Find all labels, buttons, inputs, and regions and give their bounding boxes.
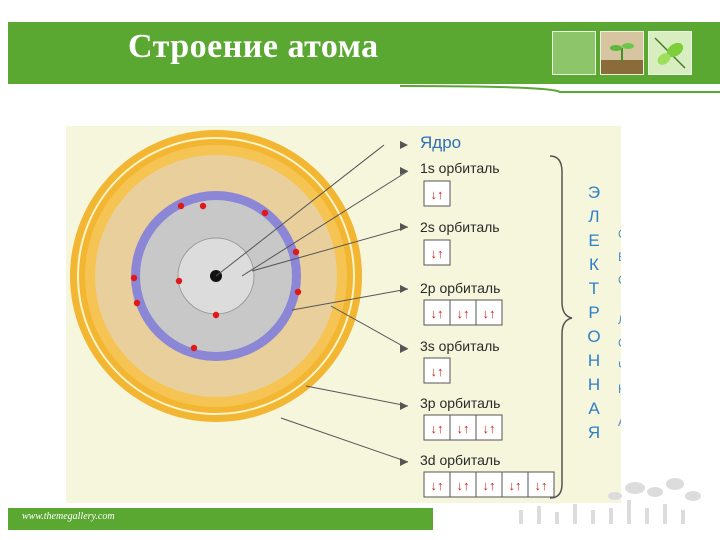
orbital-cells-3s: ↓↑ bbox=[423, 357, 451, 384]
shell-3-outline bbox=[77, 137, 355, 415]
orbital-label-3s: 3s орбиталь bbox=[420, 338, 500, 354]
electron-pair: ↓↑ bbox=[535, 478, 548, 493]
word-letter: Э bbox=[588, 183, 600, 202]
orbital-cells-2p: ↓↑ ↓↑ ↓↑ bbox=[423, 299, 503, 326]
word-letter: Ч bbox=[618, 359, 621, 373]
orbital-cells-3p: ↓↑ ↓↑ ↓↑ bbox=[423, 414, 503, 441]
header-underline bbox=[400, 85, 720, 93]
electron bbox=[177, 202, 185, 210]
arrow-heads bbox=[400, 141, 408, 466]
shell-brace bbox=[549, 155, 573, 499]
word-letter: О bbox=[618, 227, 621, 241]
footer-url: www.themegallery.com bbox=[22, 511, 115, 522]
nucleus-label: Ядро bbox=[420, 133, 461, 152]
electron bbox=[190, 344, 198, 352]
electron bbox=[294, 288, 302, 296]
electron-pair: ↓↑ bbox=[483, 306, 496, 321]
electrons bbox=[130, 202, 302, 352]
word-letter: О bbox=[618, 336, 621, 350]
word-letter: Л bbox=[618, 313, 621, 327]
word-letter: К bbox=[618, 382, 621, 396]
orbital-label-3d: 3d орбиталь bbox=[420, 452, 500, 468]
electron bbox=[212, 311, 220, 319]
word-letter: Н bbox=[588, 375, 600, 394]
orbital-cells-1s: ↓↑ bbox=[423, 180, 451, 207]
vertical-word-faded: О Б О Л О Ч К А bbox=[618, 227, 621, 429]
leader-lines bbox=[215, 144, 409, 463]
atom-structure-diagram: Ядро 1s орбиталь 2s орбиталь 2p орбиталь… bbox=[66, 126, 621, 503]
electron bbox=[261, 209, 269, 217]
electron-pair: ↓↑ bbox=[431, 306, 444, 321]
electron bbox=[292, 248, 300, 256]
electron bbox=[175, 277, 183, 285]
electron-pair: ↓↑ bbox=[457, 306, 470, 321]
word-letter: Р bbox=[588, 303, 599, 322]
orbital-cells-3d: ↓↑ ↓↑ ↓↑ ↓↑ ↓↑ bbox=[423, 471, 555, 498]
header-thumbnail-plain bbox=[552, 31, 596, 75]
orbital-label-3p: 3p орбиталь bbox=[420, 395, 500, 411]
word-letter: Б bbox=[618, 250, 621, 264]
decorative-plants bbox=[519, 478, 701, 524]
word-letter: К bbox=[589, 255, 599, 274]
word-letter: А bbox=[618, 415, 621, 429]
electron-pair: ↓↑ bbox=[431, 246, 444, 261]
orbital-label-2s: 2s орбиталь bbox=[420, 219, 500, 235]
electron-pair: ↓↑ bbox=[431, 478, 444, 493]
electron-pair: ↓↑ bbox=[483, 478, 496, 493]
electron-pair: ↓↑ bbox=[431, 187, 444, 202]
word-letter: Т bbox=[589, 279, 599, 298]
word-letter: Я bbox=[588, 423, 600, 442]
slide-title: Строение атома bbox=[128, 28, 379, 65]
electron-pair: ↓↑ bbox=[483, 421, 496, 436]
orbital-label-2p: 2p орбиталь bbox=[420, 280, 500, 296]
electron-pair: ↓↑ bbox=[457, 421, 470, 436]
word-letter: Н bbox=[588, 351, 600, 370]
electron-pair: ↓↑ bbox=[431, 364, 444, 379]
electron bbox=[133, 299, 141, 307]
header-thumbnail-leaf bbox=[648, 31, 692, 75]
orbital-label-1s: 1s орбиталь bbox=[420, 160, 500, 176]
vertical-word: Э Л Е К Т Р О Н Н А Я bbox=[587, 183, 600, 442]
electron-pair: ↓↑ bbox=[509, 478, 522, 493]
electron-pair: ↓↑ bbox=[457, 478, 470, 493]
electron bbox=[199, 202, 207, 210]
word-letter: Л bbox=[588, 207, 599, 226]
word-letter: Е bbox=[588, 231, 599, 250]
electron bbox=[130, 274, 138, 282]
header-thumbnail-sprout bbox=[600, 31, 644, 75]
electron-pair: ↓↑ bbox=[431, 421, 444, 436]
word-letter: О bbox=[618, 273, 621, 287]
footer-bar: www.themegallery.com bbox=[8, 508, 433, 530]
orbital-cells-2s: ↓↑ bbox=[423, 239, 451, 266]
word-letter: О bbox=[587, 327, 600, 346]
word-letter: А bbox=[588, 399, 600, 418]
